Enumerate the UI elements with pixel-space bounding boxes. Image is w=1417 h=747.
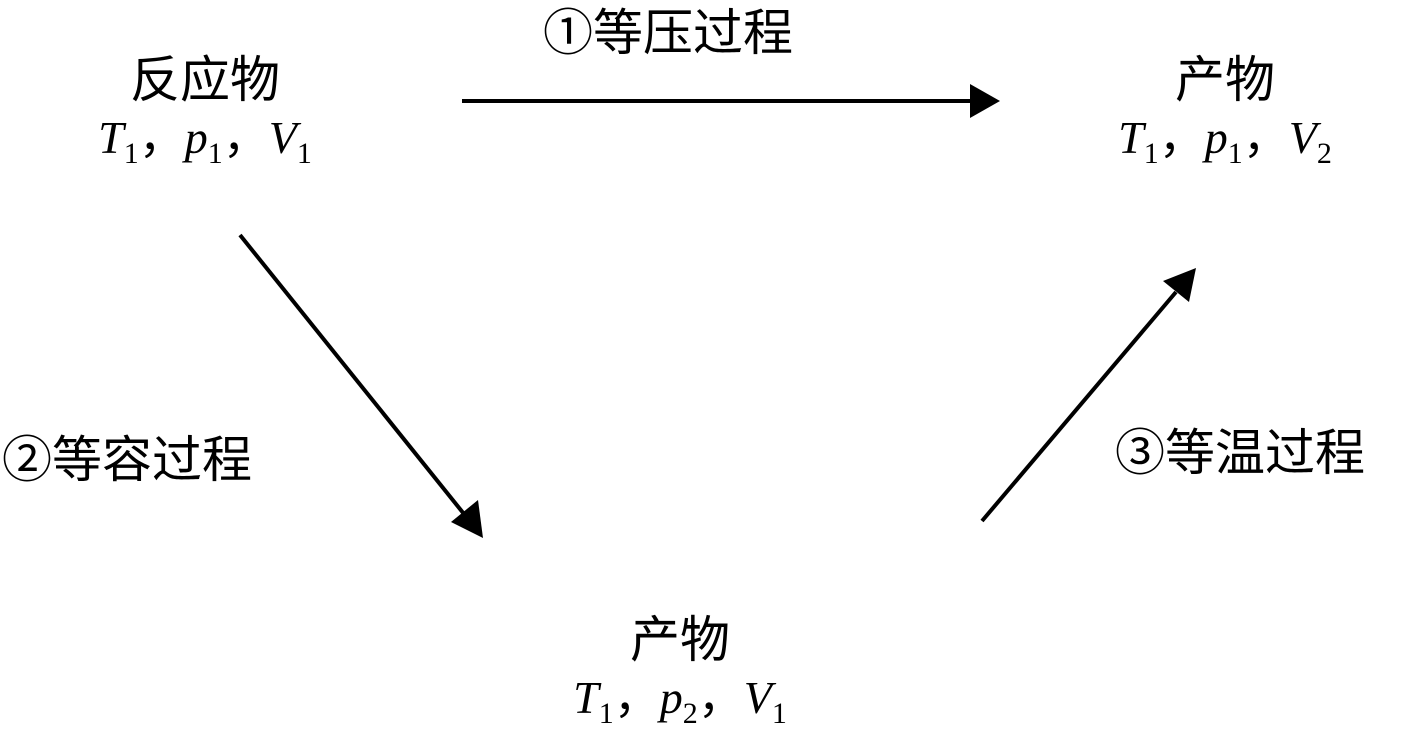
var-V: V	[268, 112, 297, 163]
isochoric-process-label: ②等容过程	[2, 431, 252, 489]
product-bottom-vars: T1，p2，V1	[515, 670, 845, 742]
var-V-sub: 2	[1316, 137, 1332, 170]
product-bottom-title: 产物	[630, 611, 730, 669]
reactant-title: 反应物	[130, 51, 280, 109]
separator: ，	[1158, 112, 1205, 163]
var-p-sub: 1	[1227, 137, 1243, 170]
var-V: V	[1288, 112, 1317, 163]
reactant-node: 反应物 T1，p1，V1	[40, 50, 370, 182]
var-V-sub: 1	[296, 137, 312, 170]
var-T: T	[98, 112, 124, 163]
arrowhead-isochoric	[451, 500, 483, 538]
separator: ，	[613, 672, 660, 723]
var-p-sub: 2	[682, 697, 698, 730]
arrow-isochoric	[238, 233, 466, 516]
separator: ，	[222, 112, 269, 163]
var-V-sub: 1	[771, 697, 787, 730]
var-p: p	[659, 672, 683, 723]
var-T-sub: 1	[1143, 137, 1159, 170]
arrowhead-isobaric	[970, 84, 1000, 118]
product-top-vars: T1，p1，V2	[1060, 110, 1390, 182]
var-T-sub: 1	[123, 137, 139, 170]
separator: ，	[138, 112, 185, 163]
separator: ，	[1242, 112, 1289, 163]
var-p: p	[1204, 112, 1228, 163]
product-top-title: 产物	[1175, 51, 1275, 109]
reactant-vars: T1，p1，V1	[40, 110, 370, 182]
var-T-sub: 1	[598, 697, 614, 730]
arrowhead-isothermal	[1163, 268, 1196, 302]
var-V: V	[743, 672, 772, 723]
separator: ，	[697, 672, 744, 723]
isothermal-process-label: ③等温过程	[1115, 424, 1365, 482]
var-T: T	[1118, 112, 1144, 163]
product-top-node: 产物 T1，p1，V2	[1060, 50, 1390, 182]
var-p-sub: 1	[207, 137, 223, 170]
arrow-isothermal	[980, 290, 1178, 523]
var-T: T	[573, 672, 599, 723]
var-p: p	[184, 112, 208, 163]
isobaric-process-label: ①等压过程	[543, 4, 793, 62]
product-bottom-node: 产物 T1，p2，V1	[515, 610, 845, 742]
